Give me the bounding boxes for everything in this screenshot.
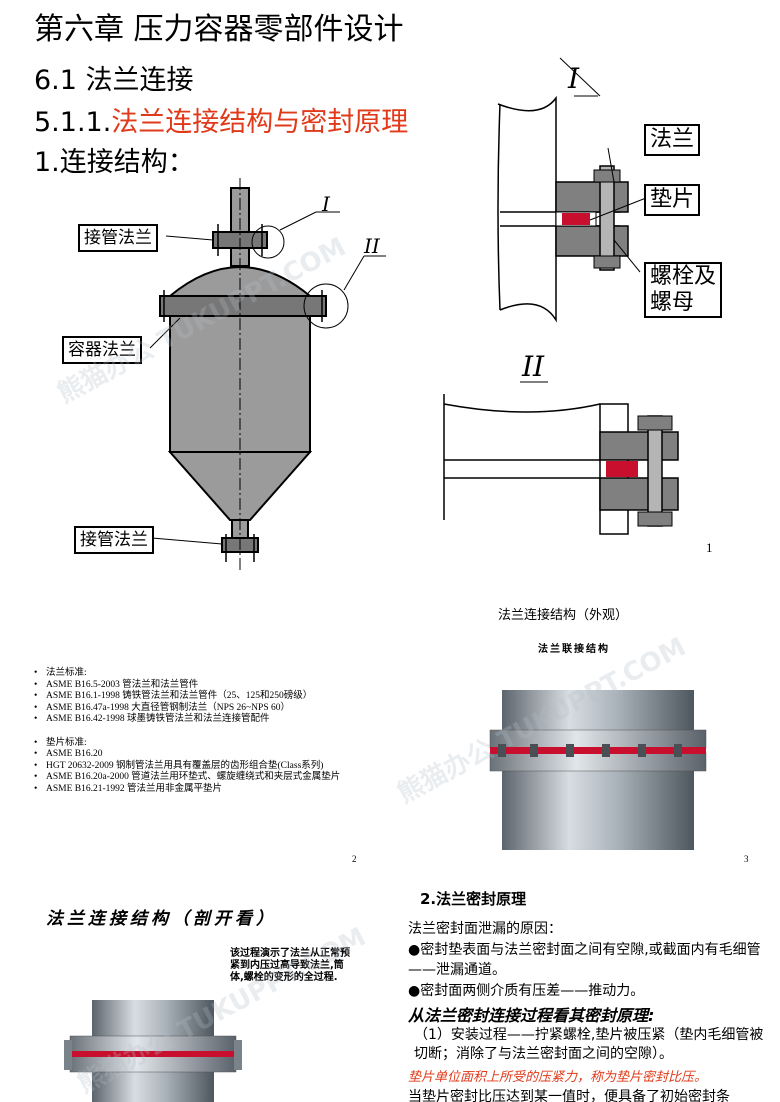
flange-standard-item: ASME B16.42-1998 球墨铸铁管法兰和法兰连接管配件 [34, 714, 364, 726]
detail-I-label: I [322, 192, 330, 216]
callout-bolt-line1: 螺栓及 [650, 264, 717, 289]
seal-principle-title: 2.法兰密封原理 [420, 890, 527, 908]
callout-flange: 法兰 [644, 124, 701, 156]
page-number-1: 1 [706, 540, 713, 555]
subsection-red-text: 法兰连接结构与密封原理 [111, 107, 409, 138]
gasket-standard-item: HGT 20632-2009 钢制管法兰用具有覆盖层的齿形组合垫(Class系列… [34, 761, 364, 773]
standards-list: 法兰标准: ASME B16.5-2003 管法兰和法兰管件 ASME B16.… [34, 668, 364, 795]
gasket-standard-item: ASME B16.20 [34, 749, 364, 761]
seal-leak-cause: 法兰密封面泄漏的原因： [408, 921, 562, 937]
flange-standard-item: ASME B16.1-1998 铸铁管法兰和法兰管件（25、125和250磅级） [34, 691, 364, 703]
gasket-red-II [606, 461, 638, 477]
flange-standard-item: ASME B16.47a-1998 大直径管钢制法兰（NPS 26~NPS 60… [34, 703, 364, 715]
seal-process-step-1: （1）安装过程——拧紧螺栓,垫片被压紧（垫内毛细管被切断；消除了与法兰密封面之间… [414, 1027, 764, 1062]
subsection-prefix: 5.1.1. [34, 107, 112, 138]
detail-II-drawing [443, 381, 679, 535]
chapter-title: 第六章 压力容器零部件设计 [34, 12, 404, 47]
callout-bottom-nozzle-flange: 接管法兰 [74, 526, 154, 554]
seal-bullet-2: ●密封面两侧介质有压差——推动力。 [408, 983, 645, 999]
section-title: 6.1 法兰连接 [34, 65, 194, 96]
callout-bolt-nut: 螺栓及 螺母 [644, 262, 723, 318]
animation-note: 该过程演示了法兰从正常预紧到内压过高导致法兰,筒体,螺栓的变形的全过程. [230, 948, 350, 983]
gasket-standard-item: ASME B16.20a-2000 管道法兰用环垫式、螺旋缠绕式和夹层式金属垫片 [34, 772, 364, 784]
cutaway-title: 法兰连接结构（剖开看） [46, 909, 277, 929]
flange-standard-item: ASME B16.5-2003 管法兰和法兰管件 [34, 680, 364, 692]
detail-II-label: II [364, 234, 380, 258]
callout-bolt-line2: 螺母 [650, 290, 695, 315]
detail-I-drawing [497, 57, 647, 323]
pipe-exterior [502, 690, 694, 850]
exterior-picture-subtitle: 法兰联接结构 [538, 644, 610, 655]
slide-1: 第六章 压力容器零部件设计 6.1 法兰连接 5.1.1.法兰连接结构与密封原理… [34, 12, 723, 570]
item-title: 1.连接结构： [34, 147, 195, 178]
seal-bullet-1: ●密封垫表面与法兰密封面之间有空隙,或截面内有毛细管——泄漏通道。 [408, 942, 761, 978]
seal-process-heading: 从法兰密封连接过程看其密封原理: [408, 1006, 655, 1025]
exterior-picture-title: 法兰连接结构（外观） [498, 608, 629, 623]
flange-standards-title: 法兰标准: [34, 668, 364, 680]
gasket-exterior [490, 747, 706, 754]
detail-II-circle [303, 283, 349, 329]
vessel-flange [159, 295, 327, 317]
gasket-red-I [562, 213, 590, 225]
page-number-3: 3 [744, 854, 749, 864]
gasket-cutaway [70, 1051, 236, 1057]
detail-II-heading: II [522, 350, 545, 383]
gasket-standards-title: 垫片标准: [34, 738, 364, 750]
callout-gasket: 垫片 [644, 184, 701, 216]
watermark: 熊猫办公 TUKUPPT.COM [72, 921, 371, 1100]
gasket-standard-item: ASME B16.21-1992 管法兰用非金属平垫片 [34, 784, 364, 796]
detail-I-circle [251, 225, 285, 259]
page-number-2: 2 [352, 854, 357, 864]
vessel-diagram [149, 57, 679, 570]
callout-top-nozzle-flange: 接管法兰 [78, 224, 158, 252]
seal-red-note: 垫片单位面积上所受的压紧力，称为垫片密封比压。 [408, 1070, 708, 1085]
seal-cutoff-text: 当垫片密封比压达到某一值时，便具备了初始密封条 [408, 1089, 730, 1102]
detail-I-heading: I [568, 62, 580, 95]
subsection-title: 5.1.1.法兰连接结构与密封原理 [34, 100, 408, 139]
callout-vessel-flange: 容器法兰 [62, 336, 142, 364]
